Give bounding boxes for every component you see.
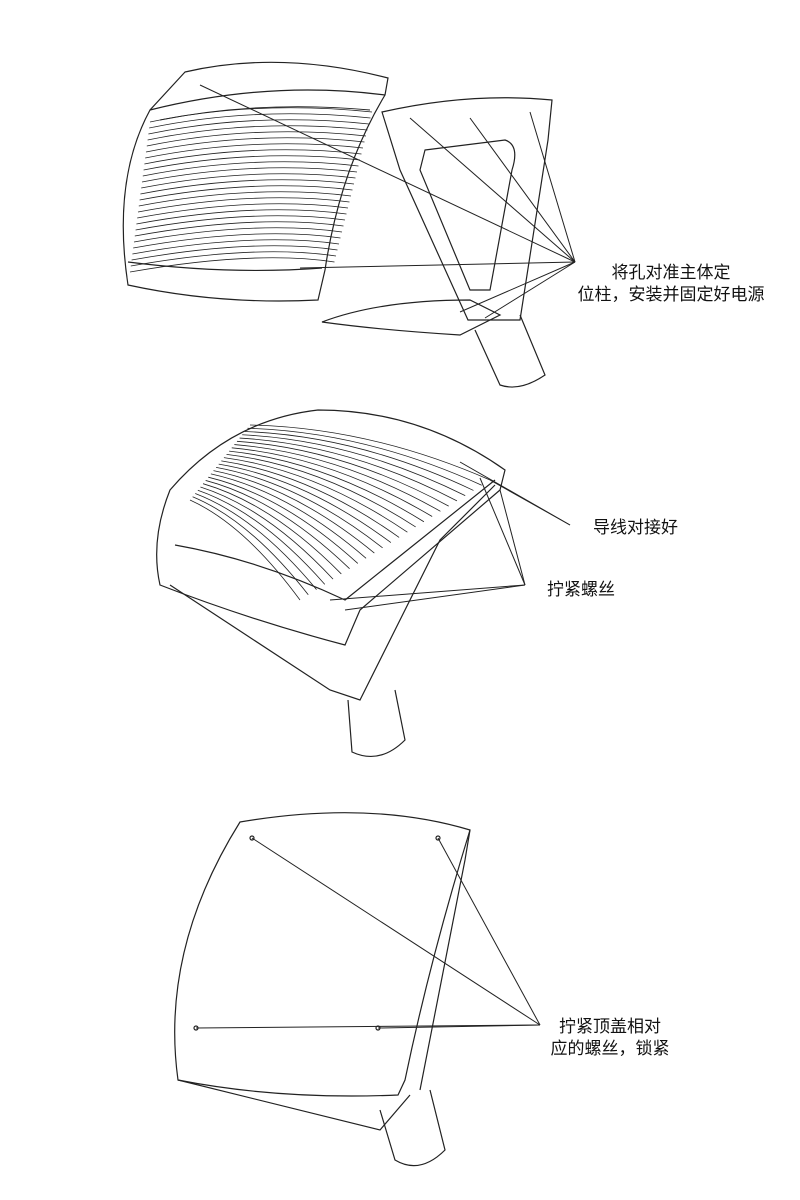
- fin: [195, 493, 317, 590]
- fin: [138, 191, 352, 207]
- step2-leader-lines: [329, 461, 571, 611]
- fin: [129, 257, 335, 273]
- step3-label: 拧紧顶盖相对 应的螺丝，锁紧: [530, 1016, 690, 1060]
- step2-lamp-assembly: [156, 409, 506, 758]
- fin: [242, 434, 466, 497]
- fin: [141, 173, 356, 189]
- step1-label-line1: 将孔对准主体定: [611, 263, 731, 283]
- fin: [234, 444, 441, 512]
- fin: [145, 143, 364, 159]
- step2-heat-sink-fins: [189, 424, 491, 601]
- fin: [143, 155, 361, 171]
- fin: [133, 233, 341, 249]
- fin: [231, 447, 433, 517]
- step3-label-line1: 拧紧顶盖相对: [559, 1017, 661, 1037]
- step1-label-line2: 位柱，安装并固定好电源: [577, 285, 765, 305]
- fin: [147, 125, 368, 141]
- fin: [132, 239, 340, 255]
- fin: [236, 440, 449, 507]
- step2-label-screws: 拧紧螺丝: [547, 580, 615, 600]
- fin: [131, 245, 338, 261]
- step3-top-cover: [174, 812, 471, 1167]
- fin: [192, 496, 309, 596]
- fin: [216, 466, 383, 549]
- fin: [139, 185, 353, 201]
- step3-leader-lines: [195, 837, 541, 1029]
- fin: [205, 480, 350, 569]
- fin: [135, 215, 346, 231]
- fin: [140, 179, 355, 195]
- fin: [146, 131, 367, 147]
- fin: [226, 453, 416, 528]
- fin: [145, 137, 365, 153]
- fin: [148, 119, 370, 135]
- fin: [223, 457, 408, 533]
- step1-bracket: [321, 97, 553, 388]
- fin: [200, 486, 334, 580]
- fin: [221, 460, 400, 538]
- fin: [249, 424, 491, 481]
- fin: [136, 209, 347, 225]
- fin: [229, 450, 425, 523]
- fin: [189, 499, 301, 601]
- fin: [210, 473, 367, 559]
- step3-label-line2: 应的螺丝，锁紧: [550, 1039, 670, 1059]
- step1-lamp-body: [122, 61, 389, 302]
- fin: [137, 197, 350, 213]
- fin: [197, 489, 326, 585]
- fin: [133, 227, 343, 243]
- fin: [144, 149, 362, 165]
- fin: [142, 161, 359, 177]
- step2-label-wires: 导线对接好: [593, 518, 678, 538]
- fin: [213, 470, 375, 554]
- fin: [149, 113, 371, 129]
- fin: [208, 476, 359, 564]
- step1-heat-sink-fins: [129, 107, 373, 273]
- fin: [244, 431, 474, 491]
- fin: [130, 251, 337, 267]
- fin: [137, 203, 349, 219]
- fin: [141, 167, 358, 183]
- fin: [134, 221, 344, 237]
- fin: [149, 107, 373, 123]
- fin: [239, 437, 458, 502]
- fin: [218, 463, 392, 543]
- fin: [202, 483, 342, 575]
- step1-label: 将孔对准主体定 位柱，安装并固定好电源: [556, 262, 786, 306]
- fin: [247, 427, 482, 486]
- step1-leader-lines: [199, 84, 576, 319]
